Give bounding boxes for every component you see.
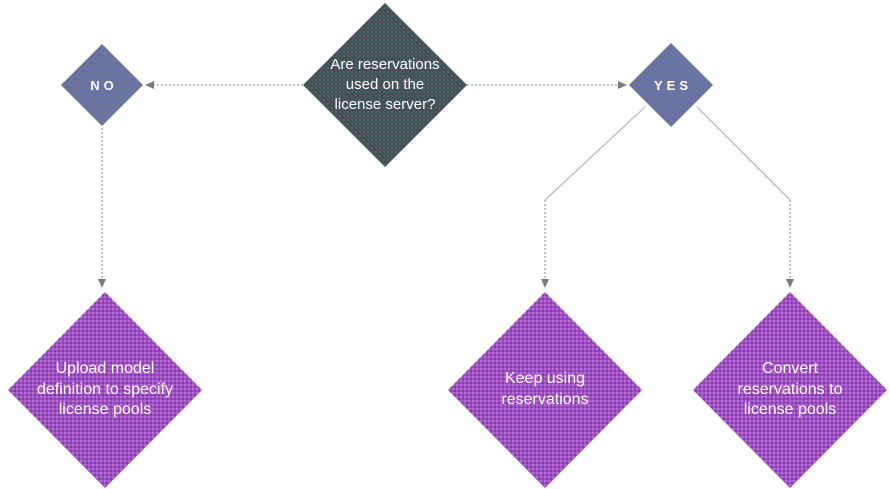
connector-yes-elbow-right-diagonal <box>696 106 791 201</box>
branch-yes-label: YES <box>653 77 692 93</box>
arrowhead-to-no-icon <box>145 81 154 89</box>
arrowhead-to-convert-icon <box>786 279 794 288</box>
outcome-upload-label: Upload model definition to specify licen… <box>36 359 174 419</box>
branch-no-label: NO <box>90 77 118 93</box>
outcome-node-upload-model-definition: Upload model definition to specify licen… <box>8 292 202 488</box>
branch-node-yes: YES <box>629 43 713 127</box>
arrowhead-to-keep-icon <box>541 279 549 288</box>
arrowhead-to-yes-icon <box>618 81 627 89</box>
outcome-node-keep-using-reservations: Keep using reservations <box>448 292 642 488</box>
outcome-convert-label: Convert reservations to license pools <box>737 359 843 419</box>
decision-node-label: Are reservations used on the license ser… <box>330 56 440 113</box>
outcome-node-convert-reservations: Convert reservations to license pools <box>693 292 887 488</box>
outcome-keep-label: Keep using reservations <box>501 370 589 408</box>
arrowhead-to-upload-icon <box>98 279 106 288</box>
branch-node-no: NO <box>61 44 143 126</box>
connector-yes-elbow-left-diagonal <box>544 106 646 201</box>
decision-node-reservations-question: Are reservations used on the license ser… <box>303 3 467 167</box>
